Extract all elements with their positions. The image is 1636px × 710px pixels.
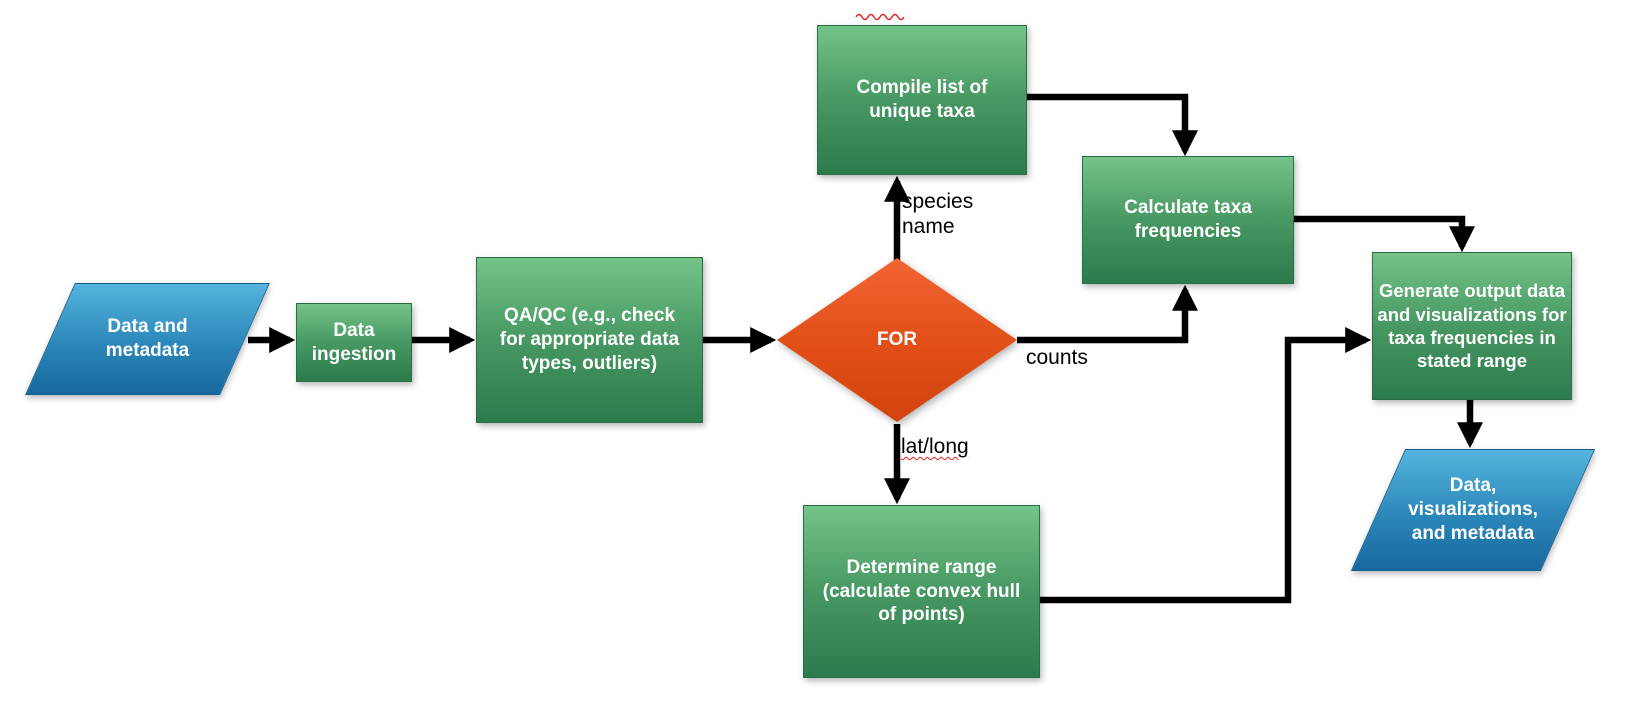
node-for-decision-shape: FOR	[777, 258, 1017, 422]
edge-label-species-name: species name	[902, 190, 974, 238]
node-data-ingestion-label: Data ingestion	[311, 319, 397, 365]
node-qa-qc-label: QA/QC (e.g., check for appropriate data …	[499, 305, 680, 374]
node-compile-taxa-label: Compile list of unique taxa	[856, 77, 988, 122]
node-data-and-metadata: Data and metadata	[25, 283, 270, 395]
edge-determine-to-generate	[1040, 327, 1372, 604]
node-output-data-label: Data, visualizations, and metadata	[1408, 475, 1538, 544]
node-calculate-frequencies-label: Calculate taxa frequencies	[1124, 197, 1252, 242]
edge-label-counts: counts	[1026, 346, 1088, 369]
node-output-data: Data, visualizations, and metadata	[1350, 449, 1596, 571]
edge-calculate-to-generate	[1294, 215, 1475, 253]
edge-for-to-calculate	[1017, 284, 1198, 344]
node-for-decision: FOR	[777, 258, 1017, 422]
node-determine-range-label: Determine range (calculate convex hull o…	[822, 556, 1021, 626]
node-for-decision-label: FOR	[876, 329, 918, 350]
node-compile-taxa: Compile list of unique taxa	[817, 25, 1027, 175]
node-determine-range: Determine range (calculate convex hull o…	[803, 505, 1040, 678]
edge-compile-to-calculate	[1027, 93, 1198, 157]
node-generate-output-label: Generate output data and visualizations …	[1377, 280, 1567, 372]
node-qa-qc: QA/QC (e.g., check for appropriate data …	[476, 257, 703, 423]
node-data-ingestion: Data ingestion	[296, 303, 412, 382]
spellcheck-squiggle	[855, 13, 905, 21]
node-data-and-metadata-label: Data and metadata	[105, 316, 190, 361]
node-calculate-frequencies: Calculate taxa frequencies	[1082, 156, 1294, 284]
node-generate-output: Generate output data and visualizations …	[1372, 252, 1572, 400]
edge-label-lat-long: lat/long	[901, 435, 969, 458]
